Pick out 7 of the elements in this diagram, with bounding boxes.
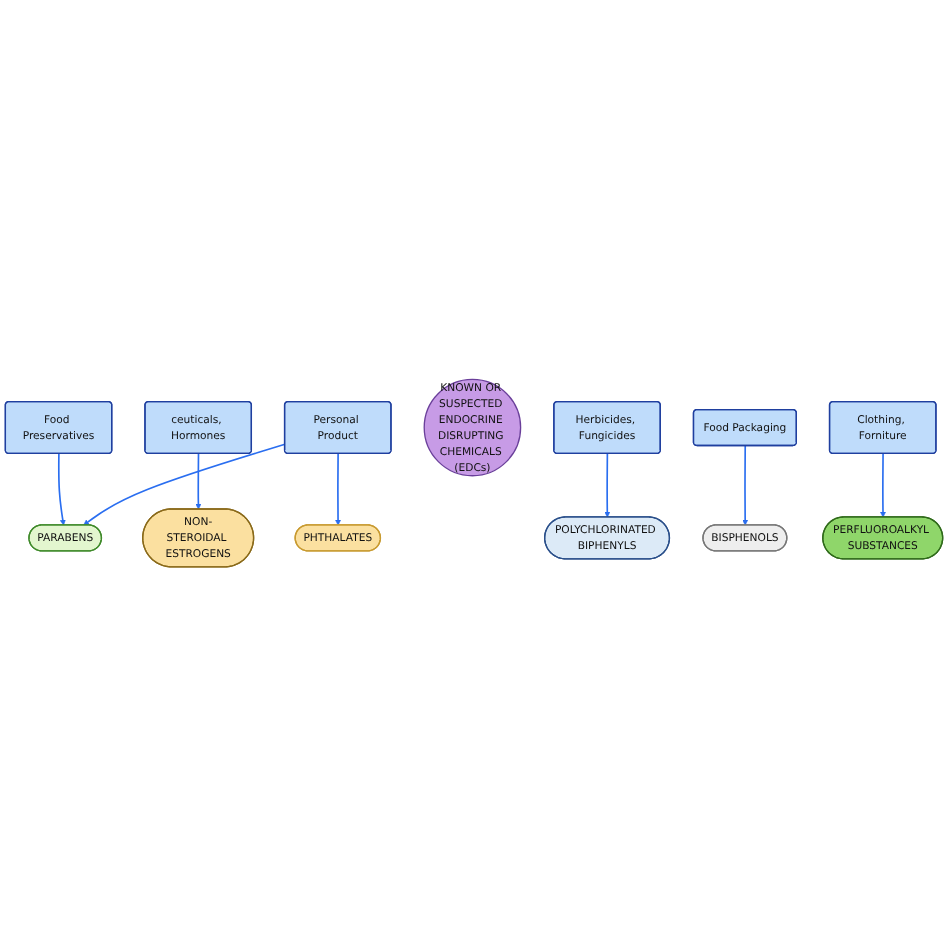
arrow — [604, 453, 611, 519]
arrow — [83, 444, 286, 527]
arrow — [880, 453, 886, 519]
arrow — [742, 445, 749, 527]
arrow — [57, 453, 66, 527]
arrow — [195, 453, 202, 511]
arrow — [335, 453, 341, 527]
